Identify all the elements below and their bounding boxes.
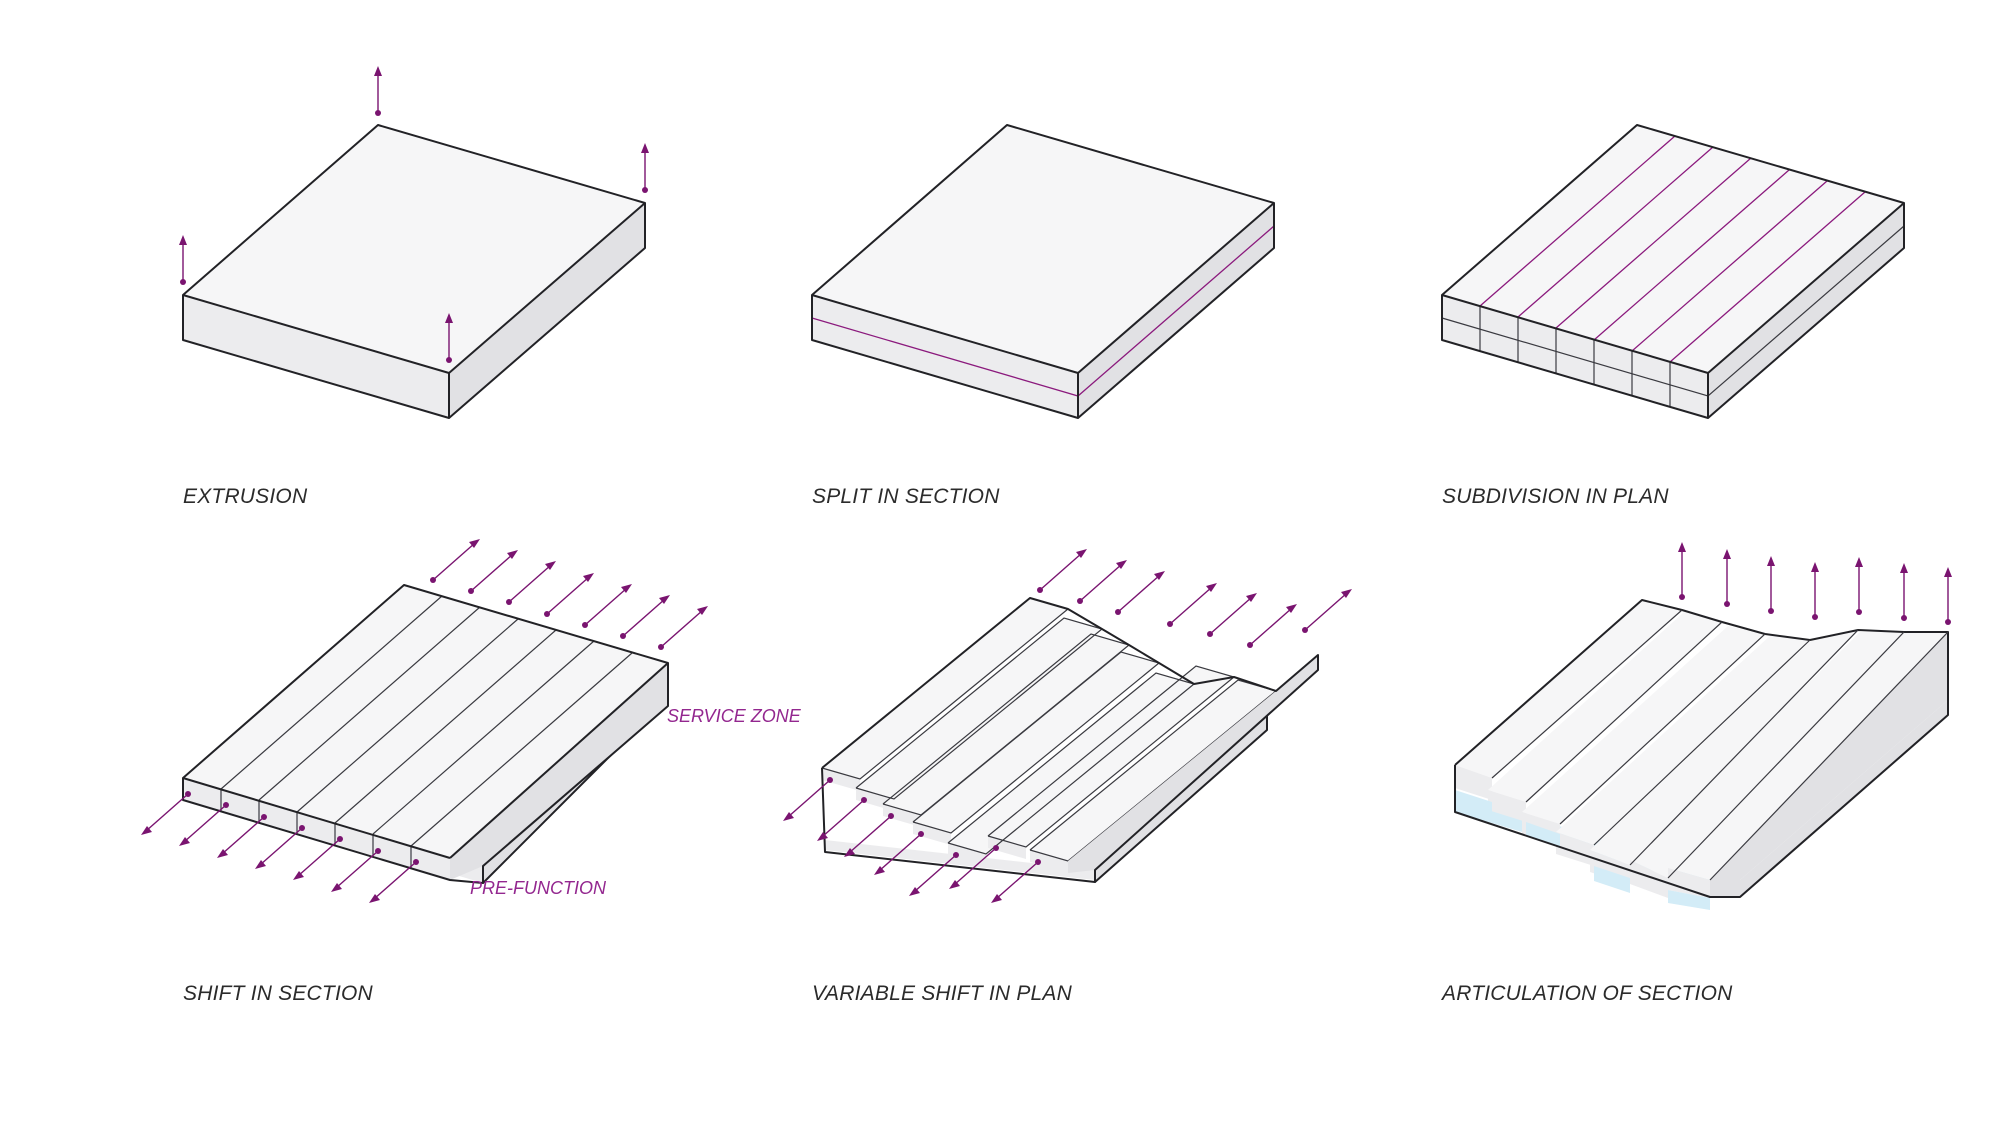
panel-split: SPLIT IN SECTION: [811, 124, 1275, 508]
caption-extrusion: EXTRUSION: [183, 485, 308, 508]
caption-shift: SHIFT IN SECTION: [183, 982, 374, 1005]
variable-strips: [821, 597, 1278, 873]
extrusion-arrows: [179, 66, 649, 363]
articulation-thin-lines: [1491, 609, 1949, 881]
caption-split: SPLIT IN SECTION: [812, 485, 1000, 508]
panel-subdivision: SUBDIVISION IN PLAN: [1441, 124, 1905, 508]
label-pre-function: PRE-FUNCTION: [470, 878, 607, 898]
caption-articulation: ARTICULATION OF SECTION: [1440, 982, 1733, 1005]
caption-subdivision: SUBDIVISION IN PLAN: [1442, 485, 1669, 508]
caption-variable: VARIABLE SHIFT IN PLAN: [812, 982, 1073, 1005]
articulation-arrows: [1678, 542, 1952, 625]
articulation-strips: [1455, 600, 1948, 910]
shift-strip-lines: [220, 595, 633, 868]
subdivision-lines: [1441, 135, 1905, 407]
panel-shift: SERVICE ZONE PRE-FUNCTION SHIFT IN SECTI…: [141, 539, 802, 1005]
variable-arrows: [783, 549, 1352, 903]
panel-extrusion: EXTRUSION: [179, 66, 649, 508]
panel-articulation: ARTICULATION OF SECTION: [1440, 542, 1952, 1005]
shift-arrows: [141, 539, 708, 903]
label-service-zone: SERVICE ZONE: [667, 706, 802, 726]
panel-variable: VARIABLE SHIFT IN PLAN: [783, 549, 1352, 1005]
